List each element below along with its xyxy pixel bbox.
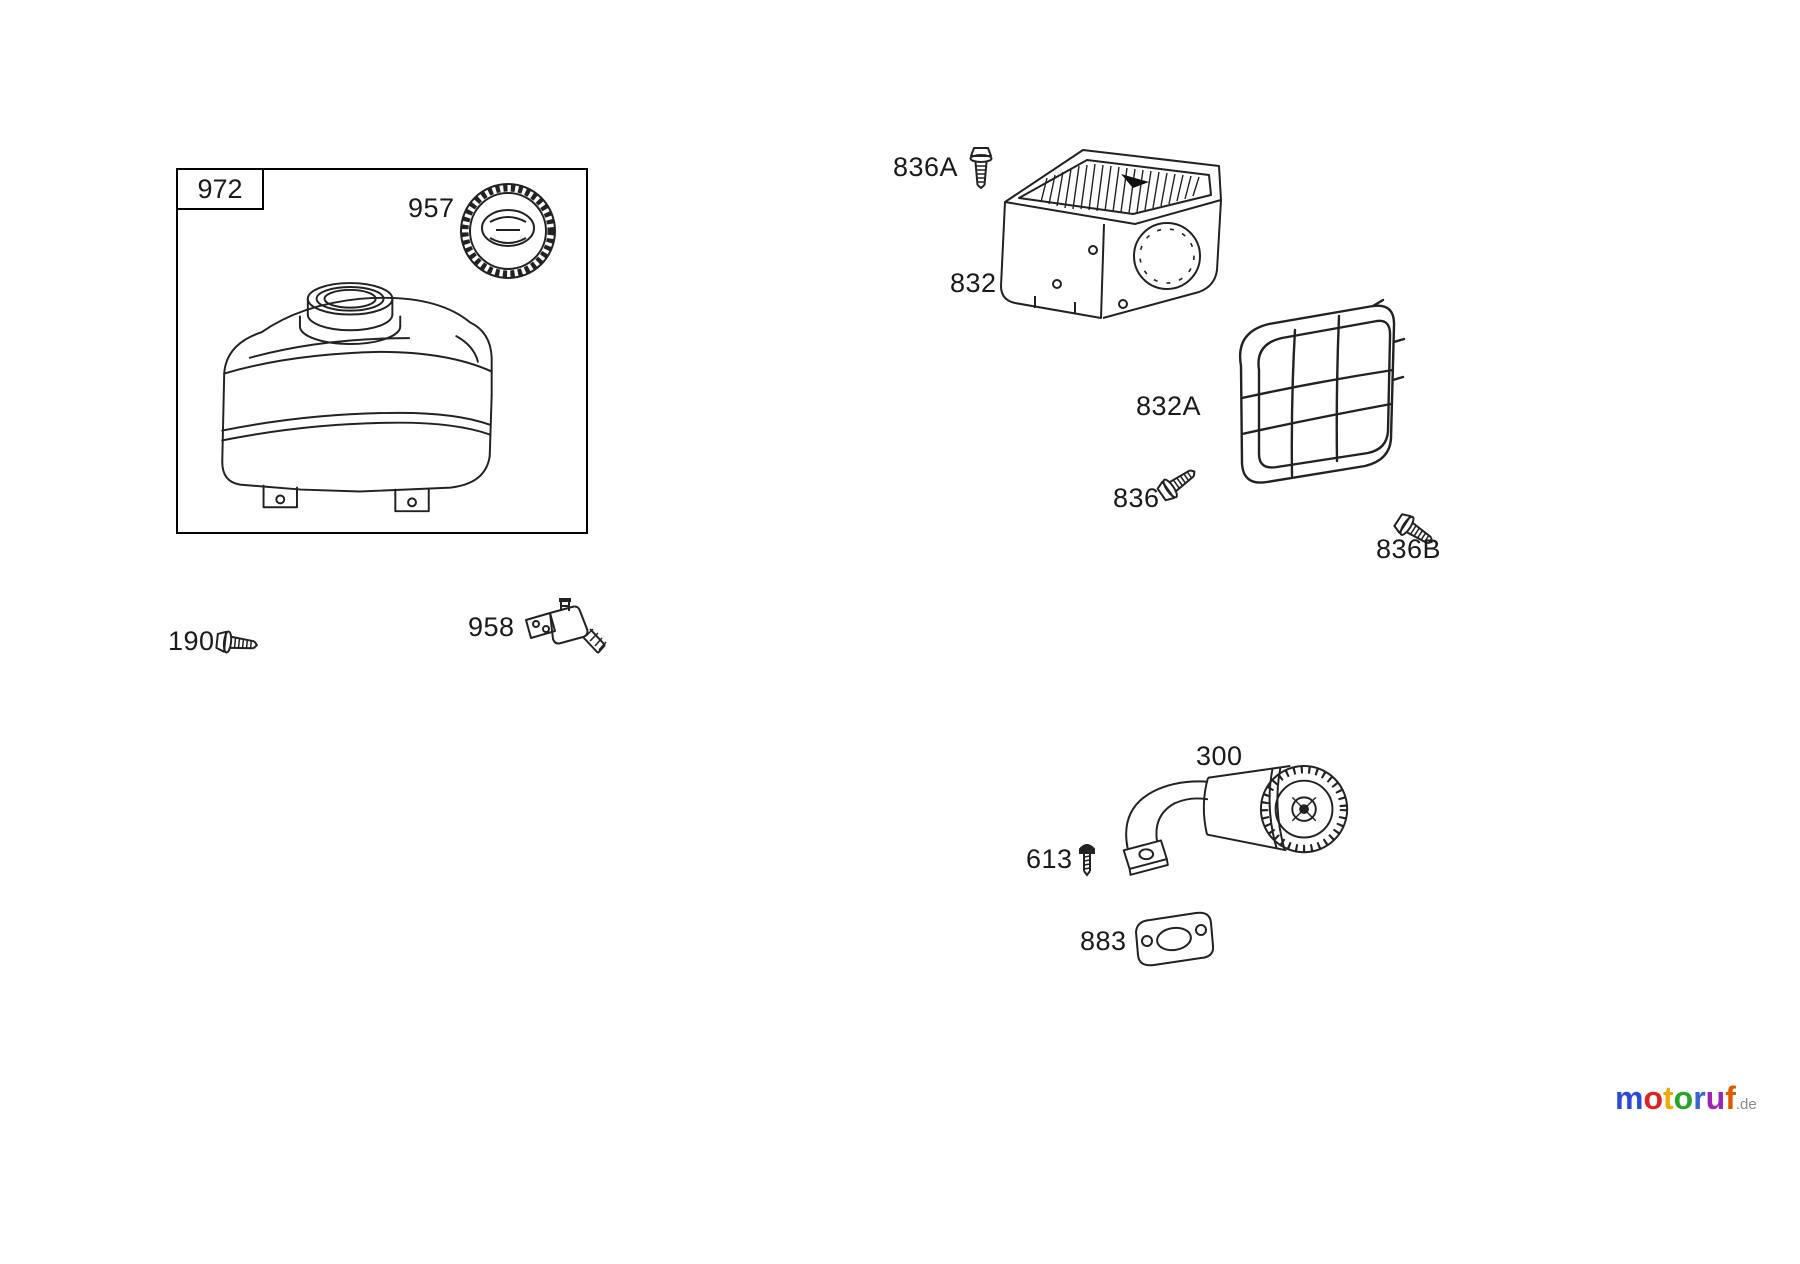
hex-bolt-836b-icon <box>1393 513 1433 545</box>
fuel-tank-frame: 972 <box>176 168 588 534</box>
screw-613-icon <box>1079 844 1095 877</box>
hex-bolt-836a-icon <box>969 147 993 189</box>
watermark-letter: m <box>1615 1080 1644 1116</box>
wire-guard-drawing <box>1238 298 1406 484</box>
label-wire-guard: 832A <box>1136 391 1202 421</box>
watermark-letter: t <box>1663 1080 1674 1116</box>
frame-ref-label: 972 <box>197 173 243 204</box>
muffler-shield-drawing <box>1000 149 1222 319</box>
exhaust-gasket-drawing <box>1135 911 1215 967</box>
label-muffler-screw: 613 <box>1026 844 1073 874</box>
site-logo[interactable]: motoruf.de <box>1615 1080 1757 1117</box>
watermark-suffix: .de <box>1735 1096 1757 1113</box>
fuel-cap-drawing <box>460 183 556 279</box>
watermark-letter: o <box>1673 1080 1694 1116</box>
watermark-word: motoruf <box>1615 1080 1736 1116</box>
label-shield-bolt-top: 836A <box>893 152 959 182</box>
frame-ref-badge: 972 <box>176 168 264 210</box>
hex-bolt-836-icon <box>1156 469 1196 502</box>
fuel-valve-drawing <box>525 598 607 654</box>
label-muffler: 300 <box>1196 741 1243 771</box>
hex-bolt-190-icon <box>215 630 258 654</box>
muffler-drawing <box>1122 765 1349 876</box>
label-muffler-shield: 832 <box>950 268 997 298</box>
label-guard-bolt: 836 <box>1113 483 1160 513</box>
label-fuel-valve: 958 <box>468 612 515 642</box>
watermark-letter: r <box>1693 1080 1706 1116</box>
fuel-tank-drawing <box>221 282 493 513</box>
watermark-letter: o <box>1643 1080 1663 1116</box>
label-gasket: 883 <box>1080 926 1127 956</box>
label-tank-bolt: 190 <box>168 626 215 656</box>
label-fuel-cap: 957 <box>408 193 455 223</box>
label-guard-bolt-b: 836B <box>1376 534 1442 564</box>
watermark-letter: f <box>1725 1080 1736 1116</box>
watermark-letter: u <box>1705 1080 1726 1116</box>
